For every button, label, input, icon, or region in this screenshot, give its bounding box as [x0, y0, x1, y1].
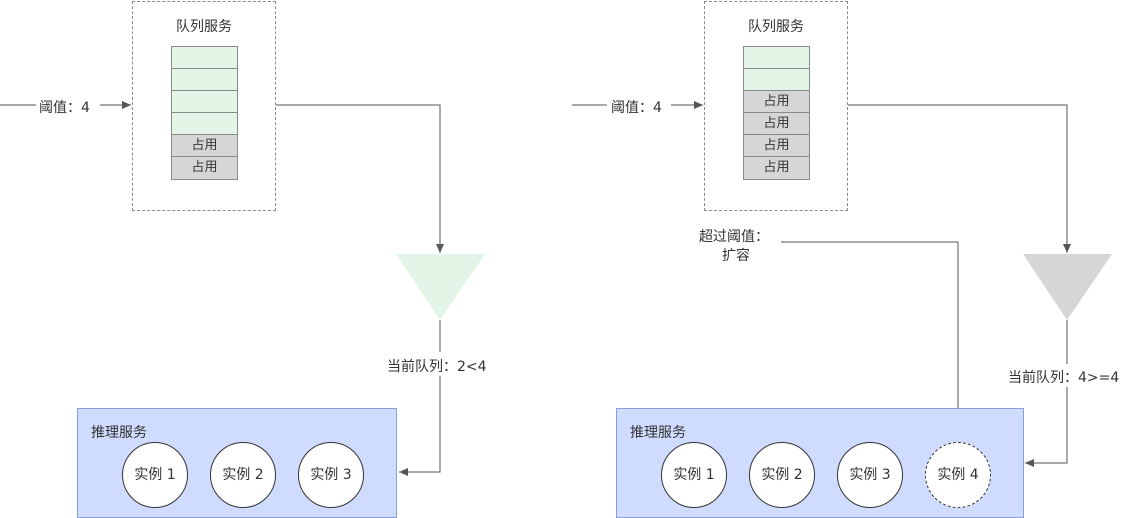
left-queue-service: 队列服务 占用 占用: [132, 1, 276, 211]
right-inference-service: 推理服务 实例 1 实例 2 实例 3 实例 4: [616, 408, 1024, 518]
left-slot-1: [172, 47, 237, 69]
left-label-to-service-arrow: [399, 376, 441, 476]
left-slot-3: [172, 91, 237, 113]
right-queue-title: 队列服务: [748, 19, 804, 35]
right-instance-1: 实例 1: [661, 442, 727, 508]
left-gate-triangle: [396, 254, 485, 320]
right-exceed-label-line1: 超过阈值：: [699, 229, 769, 245]
left-instance-3: 实例 3: [298, 442, 364, 508]
left-instance-2: 实例 2: [210, 442, 276, 508]
right-instance-2: 实例 2: [749, 442, 815, 508]
left-queue-title: 队列服务: [176, 19, 232, 35]
right-exceed-label-line2: 扩容: [722, 248, 750, 264]
left-slot-5: 占用: [172, 135, 237, 157]
right-slot-3: 占用: [744, 91, 809, 113]
left-slot-4: [172, 113, 237, 135]
right-instance-4-new: 实例 4: [925, 442, 991, 508]
right-gate-triangle: [1023, 254, 1112, 320]
left-slot-6: 占用: [172, 157, 237, 179]
right-threshold-label: 阈值：4: [611, 100, 662, 116]
right-slot-1: [744, 47, 809, 69]
right-queue-to-gate-arrow: [848, 104, 1071, 253]
right-instance-3: 实例 3: [837, 442, 903, 508]
left-slot-2: [172, 69, 237, 91]
right-label-to-service-arrow: [1025, 387, 1068, 467]
left-instance-1: 实例 1: [122, 442, 188, 508]
left-service-title: 推理服务: [91, 425, 147, 441]
right-queue-slots: 占用 占用 占用 占用: [743, 46, 810, 180]
left-inference-service: 推理服务 实例 1 实例 2 实例 3: [77, 408, 397, 518]
left-queue-to-gate-arrow: [276, 104, 444, 253]
left-threshold-label: 阈值：4: [39, 100, 90, 116]
right-service-title: 推理服务: [630, 425, 686, 441]
right-current-queue-label: 当前队列：4>=4: [1008, 370, 1120, 386]
left-queue-slots: 占用 占用: [171, 46, 238, 180]
right-queue-service: 队列服务 占用 占用 占用 占用: [704, 1, 848, 211]
right-slot-6: 占用: [744, 157, 809, 179]
right-scale-out-arrow: [781, 241, 962, 441]
left-current-queue-label: 当前队列：2<4: [387, 359, 487, 375]
right-slot-5: 占用: [744, 135, 809, 157]
right-slot-2: [744, 69, 809, 91]
right-slot-4: 占用: [744, 113, 809, 135]
